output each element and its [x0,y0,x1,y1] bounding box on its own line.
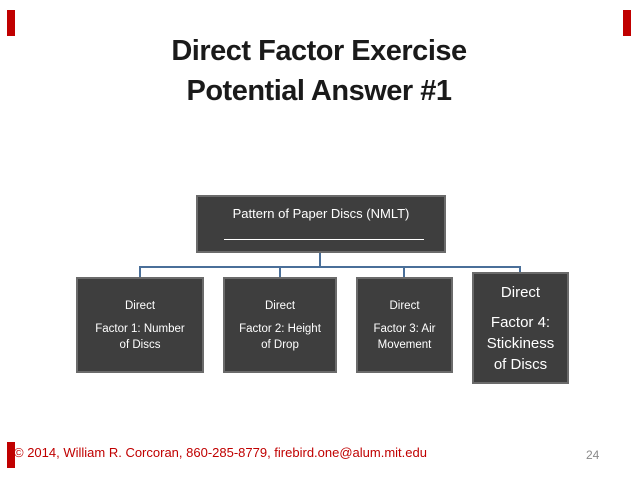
slide-title-line2: Potential Answer #1 [186,75,452,108]
connector-horizontal-rail [139,266,521,268]
copyright-footer: © 2014, William R. Corcoran, 860-285-877… [14,445,427,460]
orgchart-box-factor2: Direct Factor 2: Height of Drop [223,277,337,373]
connector-drop-factor2 [279,268,281,277]
factor1-line2: of Discs [119,338,161,351]
factor2-heading: Direct [264,299,296,312]
slide-title: Direct Factor Exercise Potential Answer … [0,31,638,111]
factor3-heading: Direct [389,299,420,312]
corner-mark-bottom-left [7,442,15,468]
orgchart-box-factor3: Direct Factor 3: Air Movement [356,277,453,373]
factor2-line1: Factor 2: Height [239,322,321,335]
connector-drop-factor3 [403,268,405,277]
connector-drop-factor1 [139,268,141,277]
orgchart-box-factor1: Direct Factor 1: Number of Discs [76,277,204,373]
corner-mark-top-left [7,10,15,36]
factor3-line1: Factor 3: Air [373,322,436,335]
connector-root-stub [319,253,321,266]
corner-mark-top-right [623,10,631,36]
factor4-line2: Stickiness [486,334,555,352]
factor1-heading: Direct [124,299,156,312]
factor2-line2: of Drop [261,338,299,351]
factor4-heading: Direct [500,283,541,301]
orgchart-root-box: Pattern of Paper Discs (NMLT) [196,195,446,253]
connector-drop-factor4 [519,268,521,272]
orgchart-root-label: Pattern of Paper Discs (NMLT) [232,206,410,221]
orgchart-root-blank-underline [224,239,424,240]
factor4-line3: of Discs [493,355,548,373]
page-number: 24 [586,448,600,462]
orgchart-box-factor4: Direct Factor 4: Stickiness of Discs [472,272,569,384]
slide-title-line1: Direct Factor Exercise [171,35,467,68]
factor1-line1: Factor 1: Number [95,322,185,335]
factor3-line2: Movement [377,338,432,351]
factor4-line1: Factor 4: [490,313,551,331]
